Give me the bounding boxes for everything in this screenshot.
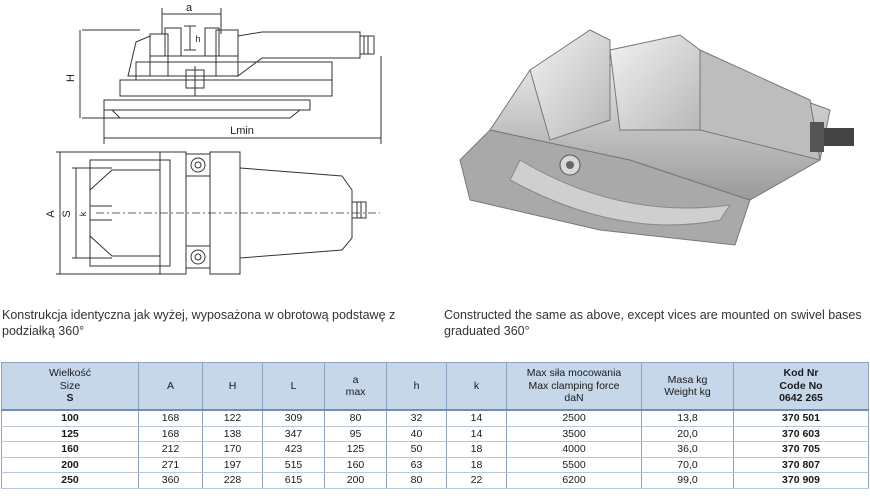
dim-a-label: a	[186, 2, 193, 14]
table-row: 100 168 122 309 80 32 14 2500 13,8 370 5…	[1, 409, 869, 427]
header-size: Wielkość Size S	[1, 362, 139, 411]
header-A: A	[138, 362, 203, 411]
dim-k-label: k	[78, 211, 88, 216]
side-view	[79, 8, 382, 144]
header-code: Kod Nr Code No 0642 265	[733, 362, 869, 411]
table-row: 250 360 228 615 200 80 22 6200 99,0 370 …	[1, 472, 869, 489]
table-row: 200 271 197 515 160 63 18 5500 70,0 370 …	[1, 457, 869, 473]
dim-S-label: S	[61, 210, 73, 217]
header-clamping-force: Max siła mocowania Max clamping force da…	[506, 362, 642, 411]
header-k: k	[446, 362, 507, 411]
header-h: h	[386, 362, 447, 411]
table-row: 125 168 138 347 95 40 14 3500 20,0 370 6…	[1, 426, 869, 442]
header-weight: Masa kg Weight kg	[641, 362, 734, 411]
specification-table: Wielkość Size S A H L a max h k Max siła…	[1, 362, 869, 489]
header-L: L	[262, 362, 325, 411]
caption-polish: Konstrukcja identyczna jak wyżej, wyposa…	[2, 308, 396, 338]
table-row: 160 212 170 423 125 50 18 4000 36,0 370 …	[1, 441, 869, 458]
dim-Lmin-label: Lmin	[230, 125, 254, 137]
header-a-max: a max	[324, 362, 387, 411]
dim-h-label: h	[195, 34, 200, 44]
table-header-row: Wielkość Size S A H L a max h k Max siła…	[1, 362, 869, 411]
dim-A-label: A	[45, 210, 57, 218]
top-view	[56, 151, 380, 275]
caption-english: Constructed the same as above, except vi…	[444, 308, 862, 338]
header-H: H	[202, 362, 263, 411]
product-photo	[459, 29, 854, 246]
dim-H-label: H	[65, 74, 77, 82]
technical-drawing: a h H Lmin A S k	[45, 2, 382, 275]
table-body: 100 168 122 309 80 32 14 2500 13,8 370 5…	[1, 409, 869, 489]
